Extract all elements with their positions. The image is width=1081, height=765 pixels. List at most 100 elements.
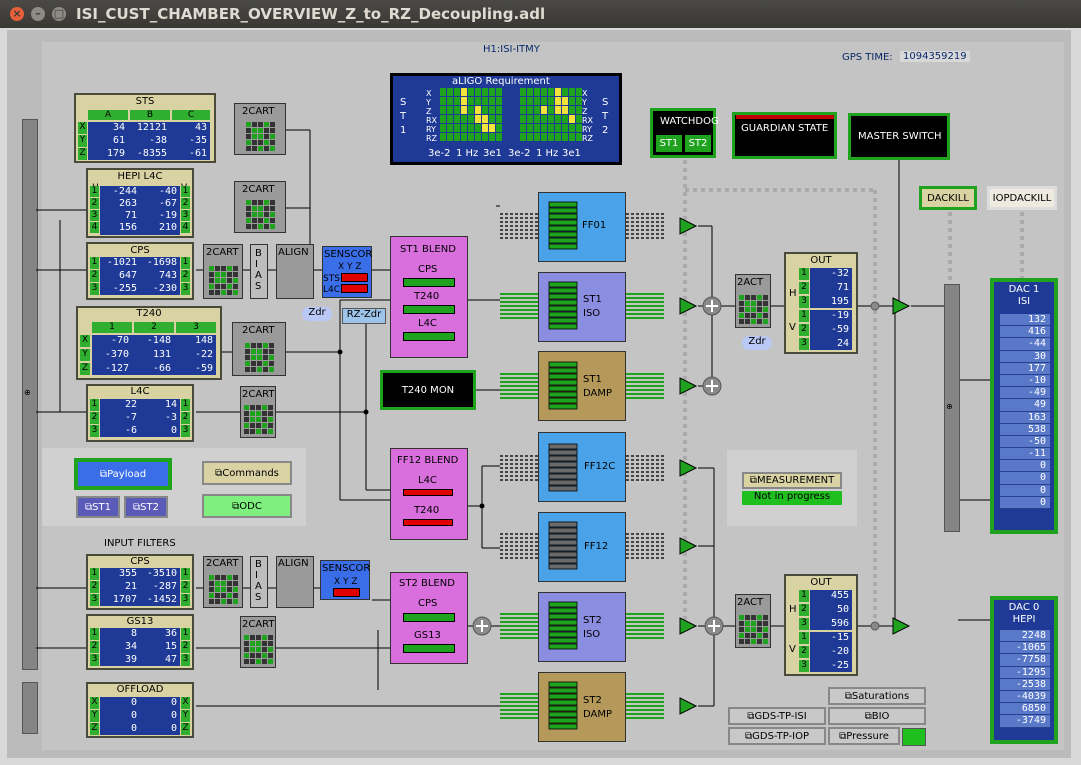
cps-cell: -255 bbox=[112, 283, 137, 294]
close-window-button[interactable]: × bbox=[10, 7, 24, 21]
cps-cell: -1698 bbox=[146, 257, 177, 268]
t240-2cart-block[interactable] bbox=[232, 322, 286, 376]
requirement-cell bbox=[496, 88, 502, 96]
row-label: 1 bbox=[90, 186, 99, 197]
guardian-panel[interactable] bbox=[732, 112, 837, 159]
row-label: 2 bbox=[90, 198, 99, 209]
st1-nav-button[interactable]: ⧉ST1 bbox=[76, 496, 120, 518]
gds-tp-iop-button[interactable]: ⧉GDS-TP-IOP bbox=[728, 727, 826, 745]
watchdog-st1[interactable]: ST1 bbox=[656, 135, 682, 152]
row-label: 3 bbox=[90, 425, 99, 437]
st2-nav-button[interactable]: ⧉ST2 bbox=[124, 496, 168, 518]
align-label: ALIGN bbox=[278, 247, 309, 258]
st1-iso-filter-block[interactable] bbox=[538, 272, 626, 342]
st2-2act-block[interactable] bbox=[735, 594, 771, 648]
output-slider-icon[interactable]: ⊕ bbox=[946, 402, 953, 411]
st1-blend-t240-status bbox=[403, 305, 455, 314]
st1-damp-filter-block[interactable] bbox=[538, 351, 626, 421]
output-slider-track[interactable] bbox=[944, 284, 960, 532]
bias-block[interactable] bbox=[250, 244, 268, 299]
col-label: 1 bbox=[92, 322, 132, 333]
bio-button[interactable]: ⧉BIO bbox=[828, 707, 926, 725]
sensor2-status bbox=[333, 588, 360, 597]
requirement-cell bbox=[541, 133, 547, 141]
iopdackill-button[interactable]: IOPDACKILL bbox=[987, 186, 1057, 210]
rz-zdr-button[interactable]: RZ-Zdr bbox=[342, 308, 386, 324]
gps-label: GPS TIME: bbox=[842, 52, 893, 63]
pressure-button[interactable]: ⧉Pressure bbox=[828, 727, 900, 745]
maximize-window-button[interactable]: □ bbox=[52, 7, 66, 21]
sensor-l4c: L4C bbox=[323, 285, 341, 295]
dackill-button[interactable]: DACKILL bbox=[919, 186, 977, 210]
st2-iso-filter-block[interactable] bbox=[538, 592, 626, 662]
dac-value: 49 bbox=[1000, 399, 1050, 412]
cps2-2cart-block[interactable] bbox=[203, 556, 243, 608]
row-label: 2 bbox=[799, 324, 809, 336]
offload-values bbox=[100, 697, 180, 735]
left-slider-small[interactable] bbox=[22, 682, 38, 734]
sts-matrix: A B C X Y Z 34 12121 43 61 -38 -35 179 -… bbox=[78, 110, 212, 160]
requirement-cell bbox=[569, 124, 575, 132]
gds-tp-isi-button[interactable]: ⧉GDS-TP-ISI bbox=[728, 707, 826, 725]
row-label: 2 bbox=[90, 581, 99, 593]
t240-cell: -70 bbox=[110, 335, 129, 346]
requirement-cell bbox=[475, 124, 481, 132]
sts-title: STS bbox=[135, 96, 155, 107]
st2-damp-filter-block[interactable] bbox=[538, 672, 626, 742]
requirement-cell bbox=[562, 97, 568, 105]
cps2-cell: 355 bbox=[118, 568, 137, 579]
odc-button[interactable]: ⧉ODC bbox=[202, 494, 292, 518]
hepi-cell: -40 bbox=[158, 186, 177, 197]
ff12-filter-block[interactable] bbox=[538, 512, 626, 582]
requirement-cell bbox=[555, 97, 561, 105]
left-slider-track[interactable] bbox=[22, 119, 38, 670]
l4c-2cart-block[interactable] bbox=[240, 386, 276, 438]
requirement-cell bbox=[548, 106, 554, 114]
window-icon: ⧉ bbox=[133, 501, 141, 513]
requirement-cell bbox=[562, 115, 568, 123]
cps-2cart-block[interactable] bbox=[203, 244, 243, 299]
row-label: 2 bbox=[799, 282, 809, 294]
payload-button[interactable]: ⧉Payload bbox=[74, 458, 172, 490]
t240-mon-button[interactable]: T240 MON bbox=[380, 370, 476, 410]
out2-h: H bbox=[789, 604, 797, 615]
saturations-button[interactable]: ⧉Saturations bbox=[828, 687, 926, 705]
sts-row-z: Z bbox=[78, 148, 87, 160]
requirement-cell bbox=[520, 97, 526, 105]
align2-block[interactable] bbox=[276, 556, 314, 608]
row-label: 1 bbox=[90, 628, 99, 640]
l4c-cell: 22 bbox=[124, 399, 137, 410]
dac-value: -10 bbox=[1000, 374, 1050, 388]
row-label: 1 bbox=[181, 628, 190, 640]
watchdog-st2[interactable]: ST2 bbox=[685, 135, 711, 152]
requirement-cell bbox=[562, 88, 568, 96]
requirement-cell bbox=[541, 97, 547, 105]
row-label: Y bbox=[181, 710, 190, 722]
measurement-button[interactable]: ⧉MEASUREMENT bbox=[742, 472, 842, 489]
st1-2act-block[interactable] bbox=[735, 274, 771, 328]
requirement-cell bbox=[569, 115, 575, 123]
t240-title: T240 bbox=[136, 308, 162, 319]
st2-damp-label: ST2 DAMP bbox=[583, 695, 613, 720]
commands-button[interactable]: ⧉Commands bbox=[202, 461, 292, 485]
requirement-cell bbox=[489, 106, 495, 114]
align-block[interactable] bbox=[276, 244, 314, 299]
requirement-cell bbox=[489, 115, 495, 123]
minimize-window-button[interactable]: – bbox=[31, 7, 45, 21]
slider-handle-icon[interactable]: ⊕ bbox=[24, 388, 31, 397]
dac-value: -1295 bbox=[1000, 666, 1050, 679]
bias-label: BIAS bbox=[255, 559, 262, 603]
gs13-2cart-block[interactable] bbox=[240, 616, 276, 668]
requirement-cell bbox=[576, 115, 582, 123]
master-switch-panel[interactable] bbox=[848, 113, 950, 160]
hepi-2cart-block[interactable] bbox=[234, 181, 286, 233]
row-label: 3 bbox=[181, 210, 190, 221]
requirement-cell bbox=[520, 106, 526, 114]
input-filters-title: INPUT FILTERS bbox=[104, 538, 176, 549]
requirement-cell bbox=[454, 124, 460, 132]
bias2-block[interactable] bbox=[250, 556, 268, 608]
requirement-cell bbox=[475, 97, 481, 105]
sts-2cart-block[interactable] bbox=[234, 103, 286, 155]
